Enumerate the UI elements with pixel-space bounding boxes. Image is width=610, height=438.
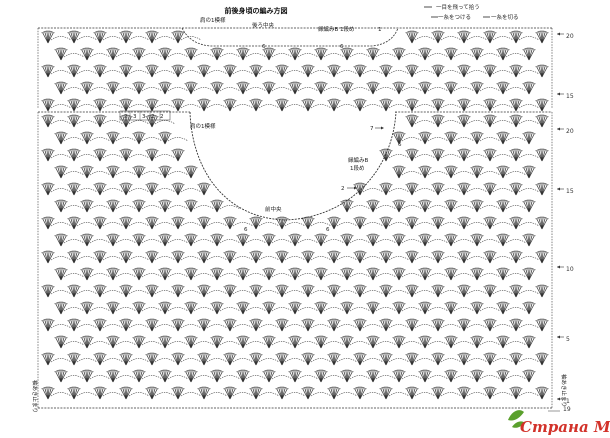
label-back-center: 後ろ中央	[252, 21, 275, 29]
label-armhole-left: 袖あき止まり	[31, 380, 39, 413]
legend-fasten: 一糸を切る	[491, 13, 519, 21]
count-6: 6	[262, 44, 266, 50]
watermark: Страна Мам	[508, 410, 610, 436]
label-arrow-1: 1	[378, 27, 382, 33]
leaf-icon	[512, 421, 525, 428]
count-6: 6	[340, 44, 344, 50]
step-number: 2	[124, 114, 128, 120]
label-edge-row1-mid: 縁編みB	[348, 156, 369, 164]
chart-title: 前後身頃の編み方図	[225, 6, 288, 15]
label-armhole-right: 袖あき止まり	[560, 374, 568, 407]
rownum-top-20: 20	[566, 33, 574, 40]
step-number: 3	[142, 114, 146, 120]
count-6: 6	[244, 227, 248, 233]
legend: 一目を飛って拾う 一糸をつける 一糸を切る	[424, 3, 519, 21]
stitch-pattern	[37, 27, 564, 412]
label-edge-row1-top: 縁編みB 1段め	[318, 25, 355, 33]
count-6: 6	[398, 142, 402, 148]
leaf-icon	[508, 410, 524, 421]
label-front-center: 前中央	[265, 205, 282, 213]
rownum-5: 5	[566, 336, 570, 343]
legend-cut: 一目を飛って拾う	[436, 3, 480, 11]
step-number: 2	[160, 114, 164, 120]
rownum-mid-20: 20	[566, 128, 574, 135]
label-shoulder-mid: 肩の1模様	[190, 122, 216, 130]
rownum-top-15: 15	[566, 93, 574, 100]
rownum-mid-15: 15	[566, 188, 574, 195]
label-shoulder-top: 肩の1模様	[200, 16, 226, 24]
rownum-1: 1	[566, 398, 570, 405]
watermark-text: Страна Мам	[520, 418, 610, 436]
legend-attach: 一糸をつける	[438, 13, 471, 21]
label-arrow-7: 7	[370, 126, 374, 132]
step-number: 3	[133, 114, 137, 120]
label-arrow-2: 2	[341, 186, 345, 192]
label-edge-row1-mid2: 1段め	[350, 164, 365, 172]
count-6: 6	[326, 227, 330, 233]
rownum-19: 19	[563, 406, 571, 413]
rownum-10: 10	[566, 266, 574, 273]
